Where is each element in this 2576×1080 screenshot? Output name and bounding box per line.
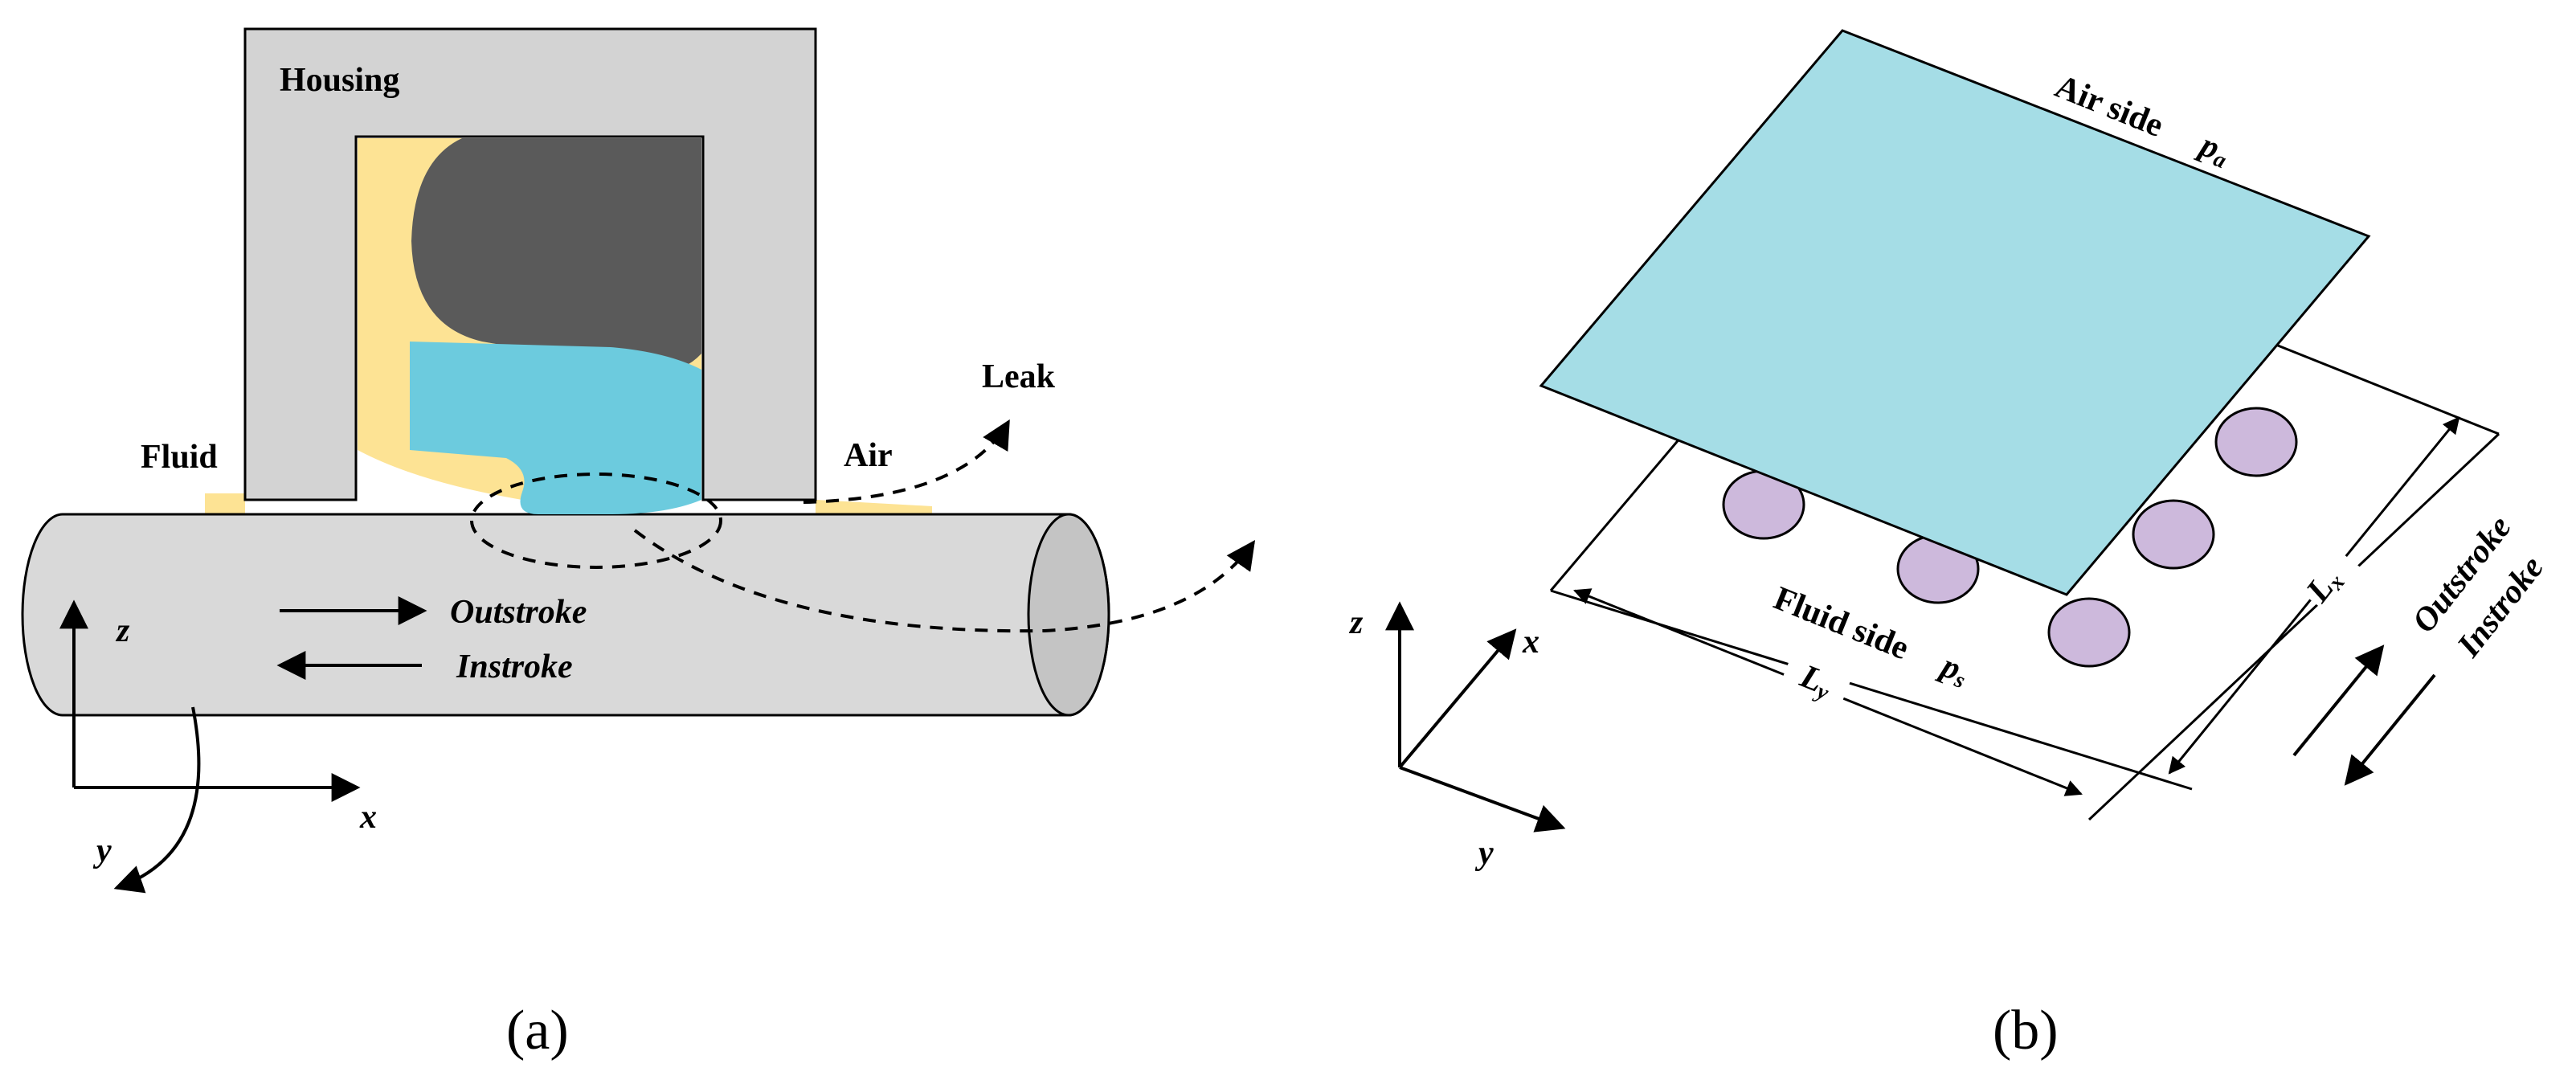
leak-path-upper <box>803 419 1010 504</box>
caption-a: (a) <box>506 1000 569 1062</box>
housing <box>243 27 817 501</box>
leak-label: Leak <box>982 358 1056 395</box>
instroke-b-arrow <box>2344 673 2436 786</box>
instroke-label: Instroke <box>456 648 573 685</box>
lx-label-bg <box>2297 545 2371 620</box>
axis-z-b-label: z <box>1348 604 1364 641</box>
contact-zone-ellipse <box>470 472 722 569</box>
rough-surface-back-edge <box>2273 342 2500 436</box>
axis-y-a <box>113 706 201 894</box>
asperity <box>2047 597 2131 668</box>
panel-b: Air side pa Fluid side ps Ly Lx Outstrok… <box>1348 29 2551 1062</box>
rod-end-face <box>1027 513 1110 717</box>
axis-x-b <box>1398 628 1517 769</box>
p-a-symbol: pa <box>2192 126 2235 174</box>
panel-a: Housing Fluid Air Leak Outstroke Instrok… <box>21 27 1256 1062</box>
leak-path-lower <box>633 529 1256 633</box>
axis-y-b-label: y <box>1474 835 1494 872</box>
seal-lip <box>410 342 701 514</box>
axis-x-a-label: x <box>359 799 377 836</box>
asperity <box>2214 407 2298 477</box>
axis-y-b <box>1399 766 1566 832</box>
axis-z-a-label: z <box>115 612 130 649</box>
axis-x-b-label: x <box>1522 624 1539 661</box>
seal-assembly <box>358 138 701 514</box>
axes-a: z x y <box>59 599 377 894</box>
caption-b: (b) <box>1993 1000 2059 1062</box>
axes-b: z x y <box>1348 601 1566 872</box>
outstroke-b-arrow <box>2292 644 2385 757</box>
axis-y-a-label: y <box>92 832 112 869</box>
air-label: Air <box>844 437 893 474</box>
outstroke-label: Outstroke <box>450 594 587 631</box>
asperity <box>2132 499 2215 570</box>
housing-label: Housing <box>280 62 399 99</box>
fluid-film-left <box>205 493 245 514</box>
ly-label-bg <box>1782 640 1858 702</box>
fluid-label: Fluid <box>141 439 218 476</box>
fluid-film-right <box>816 500 932 514</box>
seal-oring <box>411 138 701 372</box>
